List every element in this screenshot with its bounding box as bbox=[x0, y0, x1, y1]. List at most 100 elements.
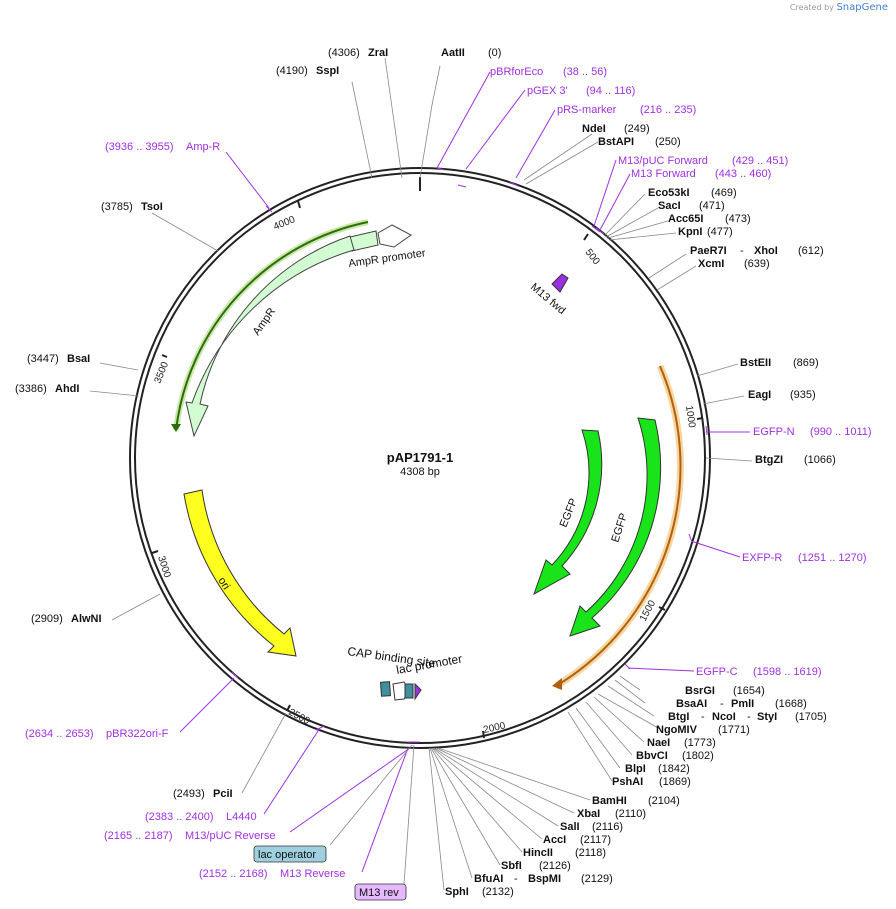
primer-range: (1251 .. 1270) bbox=[798, 552, 867, 564]
site-name: PaeR7I bbox=[690, 245, 727, 257]
site-name: PmlI bbox=[731, 698, 754, 710]
site-pos: (2132) bbox=[482, 886, 514, 898]
site-pos: (2117) bbox=[580, 834, 611, 846]
left-sites: (4306) ZraI (4190) SspI (3785) TsoI (344… bbox=[15, 47, 388, 800]
site-name: SphI bbox=[445, 886, 469, 898]
site-pos: (639) bbox=[744, 258, 770, 270]
ampr-label: AmpR bbox=[251, 306, 278, 338]
site-pos: (1066) bbox=[804, 454, 836, 466]
site-name: BbvCI bbox=[636, 750, 668, 762]
site-pos: (2126) bbox=[539, 860, 571, 872]
primer-name: M13 Reverse bbox=[280, 868, 345, 880]
site-pos: (1668) bbox=[775, 698, 807, 710]
svg-text:-: - bbox=[720, 698, 724, 710]
primer-range: (94 .. 116) bbox=[586, 85, 635, 97]
site-pos: (473) bbox=[725, 213, 751, 225]
primer-range: (1598 .. 1619) bbox=[753, 666, 822, 678]
site-name: SspI bbox=[316, 65, 339, 77]
primer-name: EGFP-N bbox=[753, 426, 795, 438]
site-name: BfuAI bbox=[474, 873, 503, 885]
site-pos: (477) bbox=[707, 226, 733, 238]
site-pos: (2493) bbox=[173, 788, 205, 800]
site-name: AccI bbox=[543, 834, 566, 846]
egfp-inner-label: EGFP bbox=[558, 497, 580, 529]
primer-name: L4440 bbox=[226, 811, 257, 823]
site-name: BsaI bbox=[67, 353, 90, 365]
primer-range: (2383 .. 2400) bbox=[145, 811, 214, 823]
egfp-outer-label: EGFP bbox=[609, 512, 630, 544]
site-name: PshAI bbox=[612, 776, 643, 788]
site-name: KpnI bbox=[678, 226, 702, 238]
primer-labels: pBRforEco (38 .. 56) pGEX 3' (94 .. 116)… bbox=[25, 66, 872, 880]
svg-text:-: - bbox=[747, 711, 751, 723]
amp-promoter-label: AmpR promoter bbox=[348, 247, 427, 270]
lac-operator-badge: lac operator bbox=[253, 744, 413, 863]
m13-rev-label: M13 rev bbox=[359, 887, 399, 899]
site-name: BsaAI bbox=[676, 698, 707, 710]
primer-range: (2165 .. 2187) bbox=[104, 830, 173, 842]
site-name: SacI bbox=[658, 200, 681, 212]
tick-3000: 3000 bbox=[155, 555, 172, 580]
site-pos: (0) bbox=[488, 47, 501, 59]
plasmid-length: 4308 bp bbox=[400, 466, 440, 478]
site-name: Eco53kI bbox=[648, 187, 690, 199]
primer-marks bbox=[179, 71, 750, 873]
primer-name: EXFP-R bbox=[742, 552, 782, 564]
site-name: HincII bbox=[523, 847, 553, 859]
site-name: Acc65I bbox=[668, 213, 703, 225]
site-name: StyI bbox=[757, 711, 777, 723]
site-pos: (1771) bbox=[718, 724, 750, 736]
site-pos: (2116) bbox=[592, 821, 623, 833]
site-pos: (1705) bbox=[795, 711, 827, 723]
leader-lines bbox=[89, 57, 753, 891]
site-pos: (2118) bbox=[575, 847, 606, 859]
tick-1000: 1000 bbox=[683, 405, 697, 429]
site-pos: (3447) bbox=[27, 353, 59, 365]
site-name: BtgI bbox=[668, 711, 689, 723]
site-pos: (612) bbox=[798, 245, 824, 257]
primer-name: pRS-marker bbox=[557, 104, 617, 116]
site-pos: (1842) bbox=[658, 763, 690, 775]
created-by-text: Created by bbox=[789, 3, 834, 12]
primer-name: EGFP-C bbox=[696, 666, 738, 678]
site-name: BlpI bbox=[625, 763, 646, 775]
site-pos: (1802) bbox=[682, 750, 714, 762]
site-name: NgoMIV bbox=[656, 724, 698, 736]
tick-4000: 4000 bbox=[272, 214, 297, 233]
site-name: AhdI bbox=[55, 383, 79, 395]
site-pos: (469) bbox=[711, 187, 737, 199]
site-pos: (2129) bbox=[581, 873, 613, 885]
site-pos: (869) bbox=[793, 357, 819, 369]
primer-range: (429 .. 451) bbox=[732, 155, 788, 167]
site-name: ZraI bbox=[368, 47, 388, 59]
site-name: NcoI bbox=[712, 711, 736, 723]
primer-name: M13/pUC Reverse bbox=[185, 830, 275, 842]
tick-3500: 3500 bbox=[153, 360, 172, 385]
site-name: XbaI bbox=[577, 808, 600, 820]
site-name: BamHI bbox=[592, 795, 627, 807]
site-pos: (935) bbox=[790, 389, 816, 401]
branding: Created by SnapGene bbox=[790, 2, 888, 13]
site-pos: (249) bbox=[624, 123, 650, 135]
site-name: BstAPI bbox=[598, 136, 634, 148]
primer-range: (443 .. 460) bbox=[715, 168, 771, 180]
site-pos: (2104) bbox=[648, 795, 680, 807]
site-pos: (4190) bbox=[276, 65, 308, 77]
primer-name: pBRforEco bbox=[490, 66, 543, 78]
site-pos: (3785) bbox=[101, 201, 133, 213]
site-pos: (2110) bbox=[615, 808, 646, 820]
primer-name: pBR322ori-F bbox=[106, 728, 169, 740]
site-name: AlwNI bbox=[71, 613, 102, 625]
site-name: SbfI bbox=[501, 860, 522, 872]
primer-name: Amp-R bbox=[186, 141, 220, 153]
primer-range: (2634 .. 2653) bbox=[25, 728, 94, 740]
tick-2500: 2500 bbox=[287, 707, 312, 727]
site-pos: (1773) bbox=[684, 737, 716, 749]
tick-2000: 2000 bbox=[482, 720, 506, 735]
m13-rev-badge: M13 rev bbox=[354, 744, 415, 901]
svg-text:-: - bbox=[514, 873, 518, 885]
site-pos: (250) bbox=[655, 136, 681, 148]
site-name: PciI bbox=[213, 788, 233, 800]
site-name: XhoI bbox=[754, 245, 778, 257]
snapgene-logo: SnapGene bbox=[836, 2, 888, 13]
